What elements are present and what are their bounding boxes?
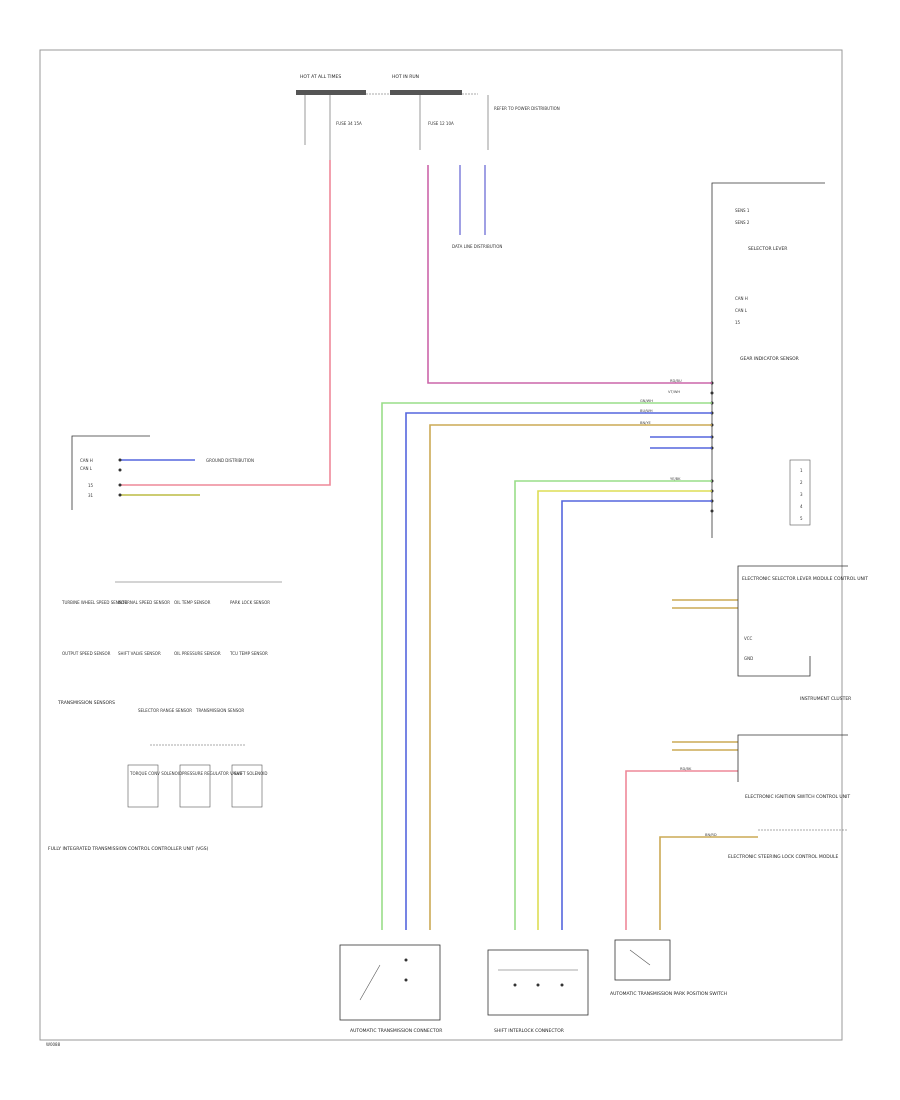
sensor-bottom-box-2 [179, 764, 211, 808]
svg-text:SENS 2: SENS 2 [735, 220, 750, 225]
wire-red-left [120, 160, 331, 486]
svg-text:3: 3 [800, 492, 803, 497]
svg-text:VCC: VCC [744, 636, 753, 641]
sensor-r1-3: OIL TEMP SENSOR [174, 600, 211, 605]
wire-blue-shift [561, 500, 712, 930]
shift-connector-label: SHIFT INTERLOCK CONNECTOR [494, 1028, 564, 1034]
tcu-label: FULLY INTEGRATED TRANSMISSION CONTROL CO… [48, 846, 209, 852]
park-switch-outline [614, 939, 671, 981]
wire-label-red-lower: RD/BK [680, 767, 692, 771]
svg-text:2: 2 [800, 480, 803, 485]
gear-sensor-outline [711, 182, 825, 538]
ground-left-label: GROUND DISTRIBUTION [206, 458, 254, 463]
svg-text:CAN H: CAN H [735, 296, 748, 301]
wire-harness [120, 160, 758, 930]
fuse-box-left [296, 90, 366, 95]
at-connector-label: AUTOMATIC TRANSMISSION CONNECTOR [350, 1028, 442, 1034]
park-switch: AUTOMATIC TRANSMISSION PARK POSITION SWI… [610, 939, 727, 997]
svg-text:1: 1 [800, 468, 803, 473]
wire-label-violet: VT/WH [668, 390, 680, 394]
wire-violet-top [427, 165, 712, 384]
wire-label-green: GN/WH [640, 399, 653, 403]
instrument-cluster-label: INSTRUMENT CLUSTER [800, 696, 851, 702]
svg-text:CAN H: CAN H [80, 458, 93, 463]
diagram-frame [39, 49, 843, 1041]
electronic-selector-label: ELECTRONIC SELECTOR LEVER MODULE CONTROL… [742, 576, 868, 582]
hot-in-run-note: REFER TO POWER DISTRIBUTION [494, 106, 560, 111]
wire-yellow-shift [537, 490, 712, 930]
ground-distribution-stubs: DATA LINE DISTRIBUTION [452, 165, 502, 249]
wire-label-brown-lower: BN/RD [705, 833, 717, 837]
sensor-r1-1: TURBINE WHEEL SPEED SENSOR [61, 600, 127, 605]
ignition-module-outline [737, 734, 848, 782]
hot-at-all-times-label: HOT AT ALL TIMES [300, 74, 341, 80]
sensor-bottom-3: SHIFT SOLENOID [234, 771, 268, 776]
shift-connector-outline [487, 949, 589, 1016]
wire-red-ignition [625, 770, 738, 930]
transmission-sensors-block: TURBINE WHEEL SPEED SENSOR INTERNAL SPEE… [48, 581, 282, 852]
wire-green-shift [514, 480, 712, 930]
tcu-connector-left: CAN H CAN L 15 31 GROUND DISTRIBUTION [71, 435, 254, 510]
sensor-bottom-1: TORQUE CONV SOLENOID [129, 771, 182, 776]
tcu-connector-outline [71, 435, 150, 510]
wire-label-red: RD/BU [670, 379, 682, 383]
park-switch-label: AUTOMATIC TRANSMISSION PARK POSITION SWI… [610, 991, 727, 997]
sensor-r3-2: TRANSMISSION SENSOR [195, 708, 244, 713]
hot-in-run-label: HOT IN RUN [392, 74, 419, 80]
sensor-bottom-box-3 [231, 764, 263, 808]
steering-lock-label: ELECTRONIC STEERING LOCK CONTROL MODULE [728, 854, 839, 860]
wire-labels: RD/BU GN/WH BU/WH BN/YE YE/BK VT/WH RD/B… [640, 379, 717, 837]
fuse-box-right [390, 90, 462, 95]
transmission-sensors-title: TRANSMISSION SENSORS [57, 700, 115, 706]
fuse-right-label: FUSE 12 10A [428, 121, 454, 126]
sensor-r2-4: TCU TEMP SENSOR [229, 651, 268, 656]
wire-green-main [381, 402, 712, 930]
sensor-r2-2: SHIFT VALVE SENSOR [118, 651, 161, 656]
svg-text:5: 5 [800, 516, 803, 521]
selector-module-outline [737, 565, 848, 677]
wire-label-yellow: YE/BK [670, 477, 681, 481]
gear-indicator-label: GEAR INDICATOR SENSOR [740, 356, 799, 362]
svg-text:31: 31 [88, 493, 94, 498]
fuse-left-label: FUSE 34 15A [336, 121, 362, 126]
svg-text:CAN L: CAN L [80, 466, 93, 471]
corner-label: W0088 [46, 1042, 61, 1047]
sensor-r1-4: PARK LOCK SENSOR [230, 600, 270, 605]
at-connector-outline [339, 944, 441, 1021]
sensor-bottom-box-1 [127, 764, 159, 808]
power-supply-block: HOT AT ALL TIMES HOT IN RUN FUSE 34 15A … [296, 74, 560, 160]
svg-text:GND: GND [744, 656, 753, 661]
wire-brown-main [429, 424, 712, 930]
sensor-r1-2: INTERNAL SPEED SENSOR [118, 600, 170, 605]
svg-text:SENS 1: SENS 1 [735, 208, 750, 213]
ignition-switch-label: ELECTRONIC IGNITION SWITCH CONTROL UNIT [745, 794, 850, 800]
selector-lever-label: SELECTOR LEVER [748, 246, 787, 252]
gear-indicator-sensor: SENS 1 SENS 2 SELECTOR LEVER CAN H CAN L… [710, 182, 825, 538]
ground-center-label: DATA LINE DISTRIBUTION [452, 244, 502, 249]
sensor-bottom-2: PRESSURE REGULATOR VALVE [182, 771, 243, 776]
svg-text:4: 4 [800, 504, 803, 509]
wire-label-blue: BU/WH [640, 409, 653, 413]
ignition-switch-module: ELECTRONIC IGNITION SWITCH CONTROL UNIT … [728, 734, 850, 860]
wire-blue-main [405, 412, 712, 930]
wire-label-brown: BN/YE [640, 421, 652, 425]
svg-text:15: 15 [735, 320, 741, 325]
electronic-selector-module: ELECTRONIC SELECTOR LEVER MODULE CONTROL… [737, 565, 868, 702]
shift-connector: SHIFT INTERLOCK CONNECTOR [487, 949, 589, 1034]
terminal-strip-right [789, 459, 811, 526]
wire-brown-lock [659, 836, 758, 930]
svg-text:CAN L: CAN L [735, 308, 748, 313]
sensor-r2-1: OUTPUT SPEED SENSOR [62, 651, 111, 656]
sensor-r2-3: OIL PRESSURE SENSOR [174, 651, 221, 656]
at-connector: AUTOMATIC TRANSMISSION CONNECTOR [339, 944, 442, 1034]
sensor-r3-1: SELECTOR RANGE SENSOR [138, 708, 192, 713]
svg-text:15: 15 [88, 483, 94, 488]
